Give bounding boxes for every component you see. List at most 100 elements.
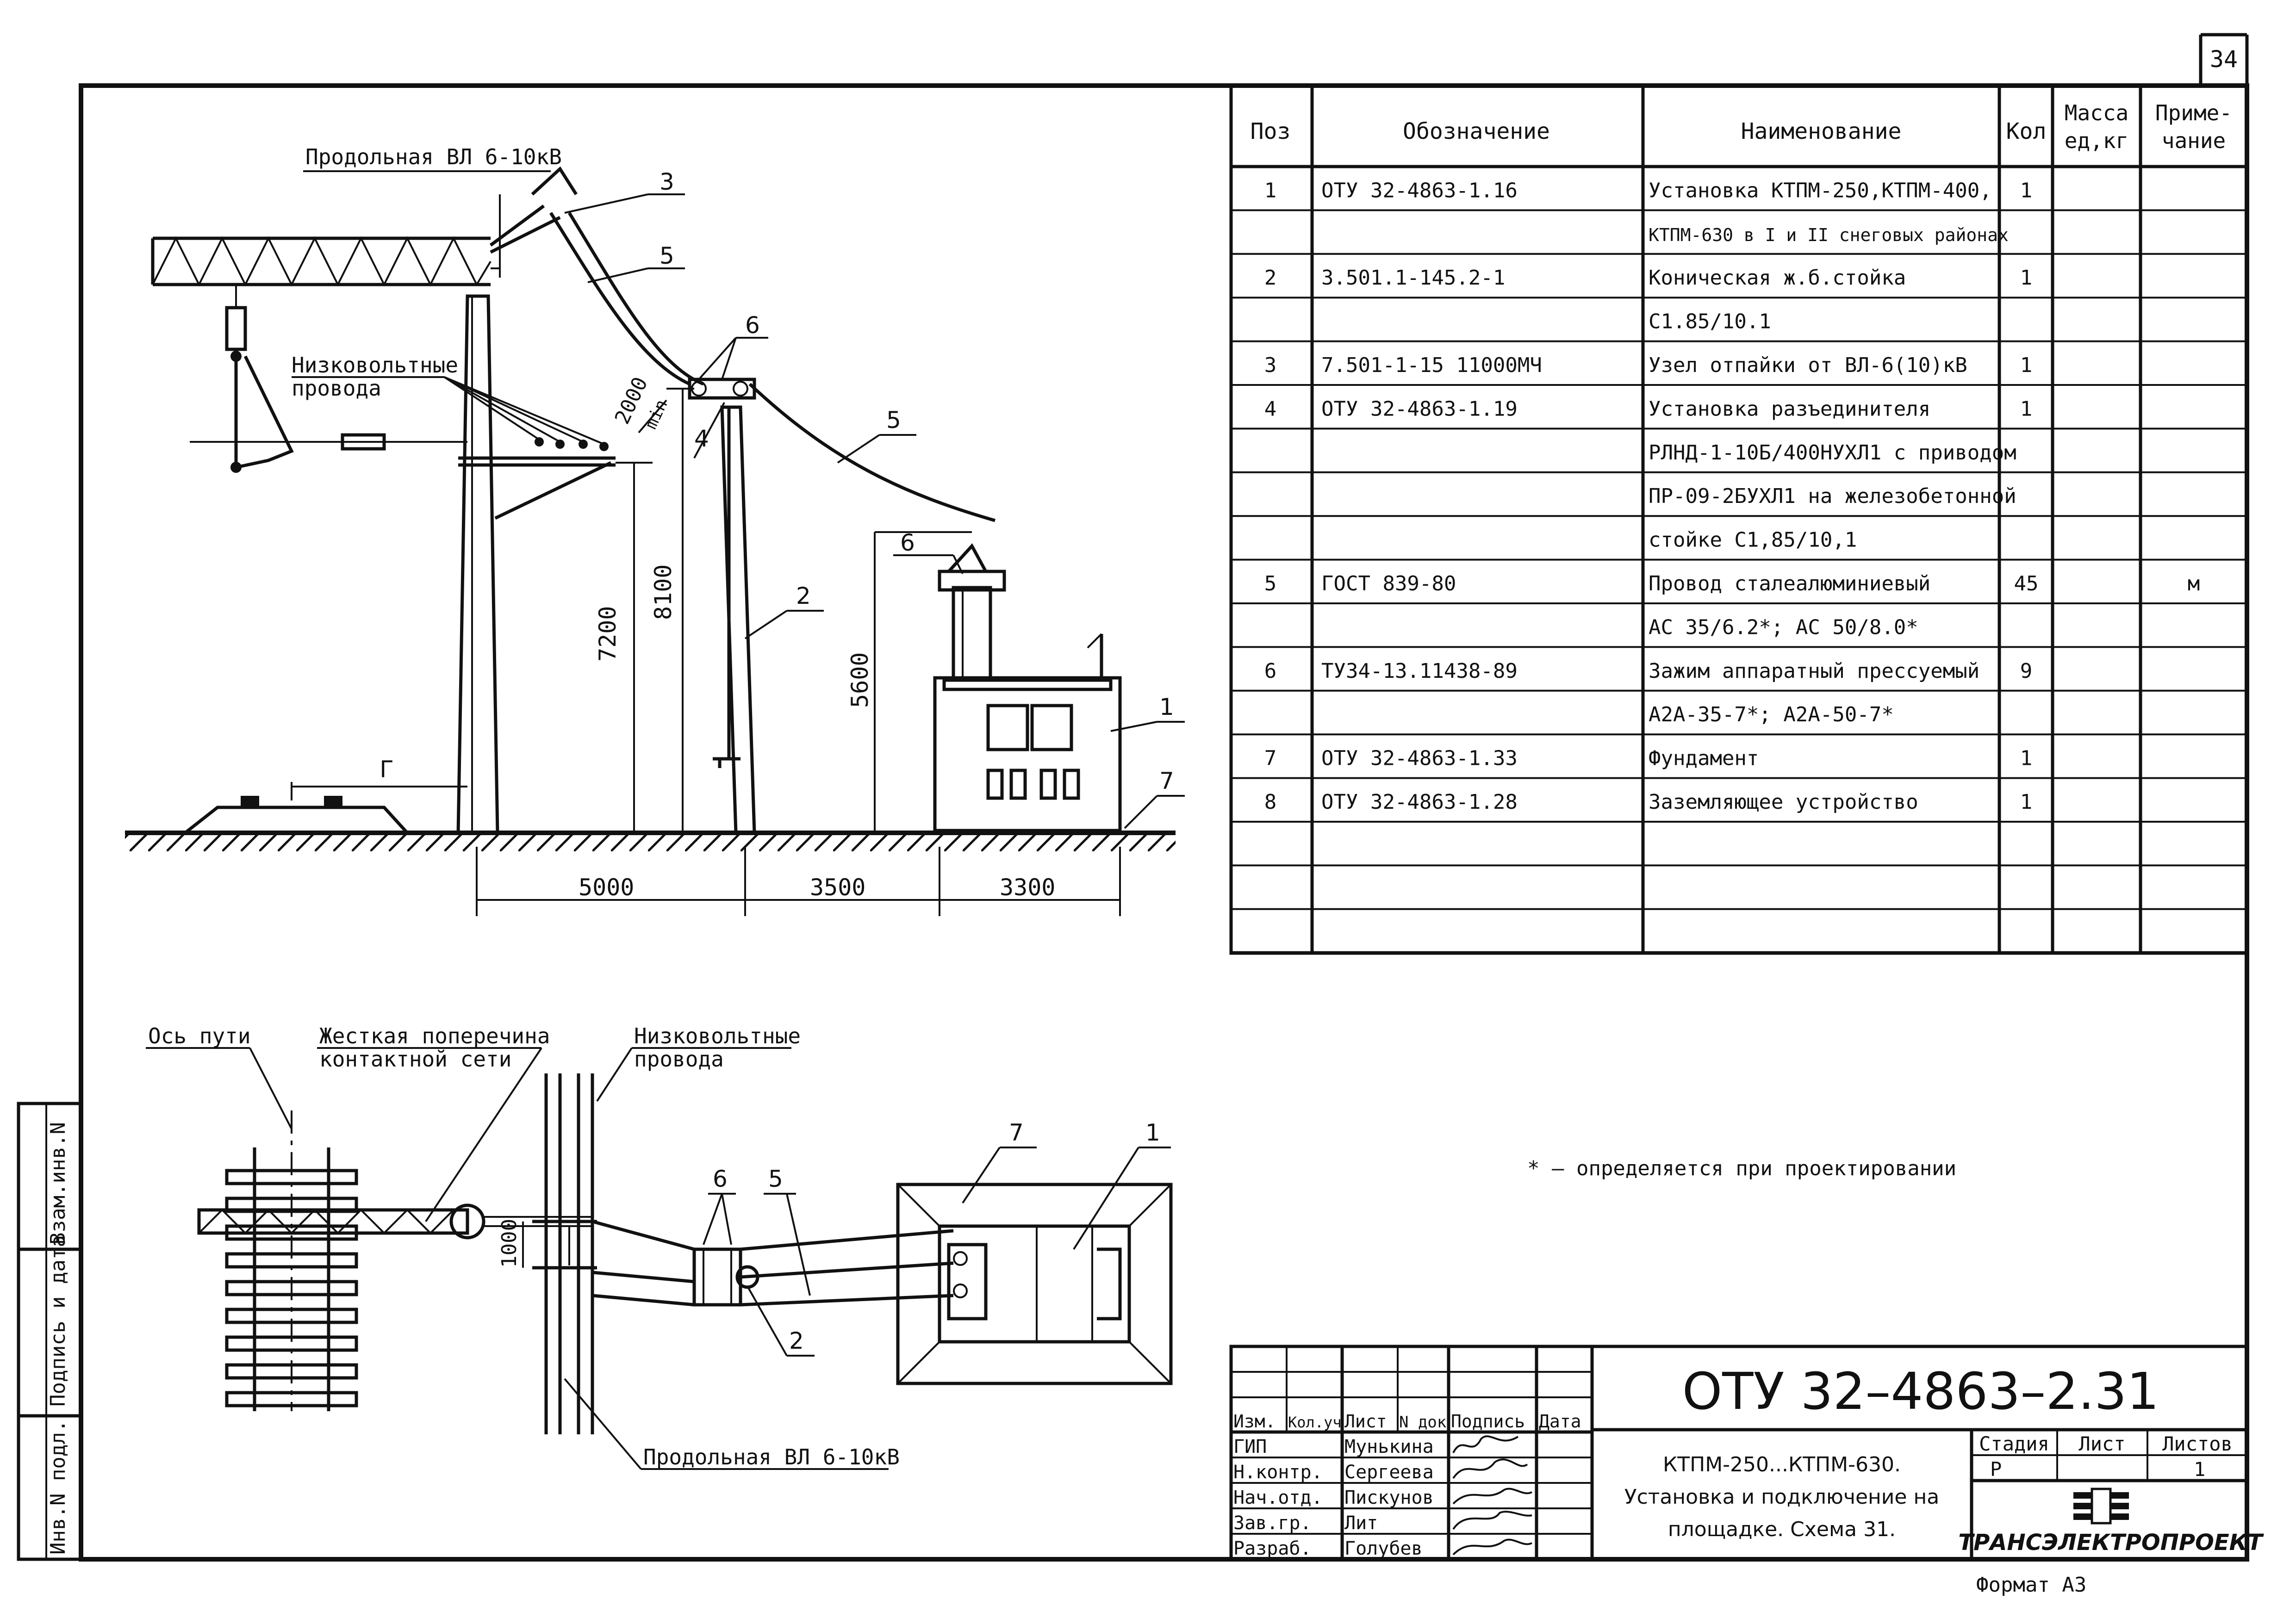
dim-5000: 5000 [579, 874, 634, 901]
elevation-view: Г [125, 144, 1185, 916]
title-left-grid [1231, 1346, 1592, 1559]
name-zav-gr: Лит [1344, 1513, 1378, 1534]
cell-designation: 7.501-1-15 11000МЧ [1321, 353, 1542, 377]
cell-pos: 6 [1264, 659, 1277, 683]
plan-low-voltage-label-1: Низковольтные [634, 1023, 801, 1048]
cell-name: Установка КТПМ-250,КТПМ-400, [1649, 179, 1992, 202]
substation-plan [938, 1224, 1131, 1344]
crossbar-label-2: контактной сети [319, 1047, 511, 1072]
cell-designation: ОТУ 32-4863-1.33 [1321, 747, 1518, 770]
cell-qty: 1 [2020, 266, 2033, 290]
overhead-line-label: Продольная ВЛ 6-10кВ [305, 144, 562, 169]
sheets-value: 1 [2194, 1458, 2205, 1481]
footnote: * – определяется при проектировании [1527, 1157, 1956, 1180]
crossbar-label-1: Жесткая поперечина [319, 1023, 550, 1048]
cell-name: Фундамент [1649, 747, 1759, 770]
title-block: Изм. Кол.уч Лист N док Подпись Дата ГИП … [1229, 1345, 2264, 1561]
ground-hatch [125, 835, 1176, 851]
callout-5-top: 5 [660, 242, 674, 269]
name-gip: Мунькина [1344, 1436, 1434, 1457]
cell-qty: 45 [2014, 572, 2039, 595]
callout-5-mid: 5 [886, 407, 901, 434]
dim-7200: 7200 [594, 606, 621, 662]
dim-3300: 3300 [1000, 874, 1055, 901]
th-designation: Обозначение [1403, 118, 1550, 144]
callout-4: 4 [694, 425, 709, 452]
col-n-dok: N док [1399, 1413, 1446, 1432]
th-pos: Поз [1251, 118, 1291, 144]
cell-pos: 4 [1264, 397, 1277, 421]
col-list: Лист [1344, 1411, 1387, 1432]
role-zav-gr: Зав.гр. [1233, 1513, 1312, 1534]
spec-table: Поз Обозначение Наименование Кол Масса е… [1229, 84, 2249, 955]
signatures [1452, 1435, 1532, 1556]
dim-min: min [641, 397, 672, 432]
role-gip: ГИП [1233, 1436, 1267, 1457]
cell-name: С1.85/10.1 [1649, 310, 1771, 334]
side-stamp-inv: Инв.N подл. [46, 1420, 70, 1555]
description-line-3: площадке. Схема 31. [1668, 1518, 1896, 1541]
cell-qty: 1 [2020, 790, 2033, 814]
cell-pos: 3 [1264, 353, 1277, 377]
cell-name: РЛНД-1-10Б/400НУХЛ1 с приводом [1649, 441, 2016, 465]
document-code: ОТУ 32–4863–2.31 [1682, 1362, 2159, 1421]
th-note-1: Приме- [2155, 100, 2232, 125]
dim-3500: 3500 [810, 874, 865, 901]
wire-to-disconnector-1 [549, 212, 691, 386]
cell-designation: 3.501.1-145.2-1 [1321, 266, 1505, 290]
sheet-number: 34 [2210, 46, 2238, 73]
contact-network-pole [456, 194, 616, 835]
name-nach-otd: Пискунов [1344, 1487, 1434, 1508]
cell-designation: ОТУ 32-4863-1.19 [1321, 397, 1518, 421]
callout-2: 2 [796, 583, 811, 609]
sheets-label: Листов [2162, 1432, 2233, 1455]
callout-1: 1 [1159, 694, 1174, 720]
th-mass-1: Масса [2065, 100, 2128, 125]
description-line-2: Установка и подключение на [1624, 1485, 1939, 1509]
col-kol-uch: Кол.уч [1288, 1414, 1342, 1431]
cell-note: м [2188, 572, 2200, 595]
cell-qty: 1 [2020, 353, 2033, 377]
col-data: Дата [1539, 1411, 1581, 1432]
low-voltage-label-1: Низковольтные [292, 353, 458, 378]
sheet-format: Формат А3 [1976, 1573, 2086, 1597]
org-name: ТРАНСЭЛЕКТРОПРОЕКТ [1958, 1530, 2264, 1556]
gauge-label: Г [380, 756, 393, 783]
callout-3: 3 [660, 168, 674, 195]
track-axis-label: Ось пути [148, 1023, 251, 1048]
th-mass-2: ед,кг [2065, 128, 2128, 153]
cell-pos: 2 [1264, 266, 1277, 290]
cell-pos: 8 [1264, 790, 1277, 814]
cell-name: ПР-09-2БУХЛ1 на железобетонной [1649, 484, 2016, 508]
cell-qty: 1 [2020, 747, 2033, 770]
wire-to-transformer [748, 383, 996, 522]
plan-low-voltage-label-2: провода [634, 1047, 724, 1072]
plan-callout-1: 1 [1145, 1119, 1160, 1146]
cell-name: Коническая ж.б.стойка [1649, 266, 1906, 290]
cell-name: КТПМ-630 в I и II снеговых районах [1649, 225, 2009, 245]
col-izm: Изм. [1233, 1411, 1276, 1432]
ktpm-substation [933, 543, 1122, 832]
side-stamp-replace: Взам.инв.N [46, 1122, 70, 1245]
dim-5600: 5600 [846, 652, 873, 708]
name-razrab: Голубев [1344, 1538, 1423, 1559]
wire-to-disconnector-2 [568, 212, 704, 386]
catenary-crossbar [151, 236, 492, 287]
cell-designation: ОТУ 32-4863-1.28 [1321, 790, 1518, 814]
cell-qty: 9 [2020, 659, 2033, 683]
stage-value: Р [1990, 1458, 2002, 1481]
role-nkontr: Н.контр. [1233, 1462, 1323, 1483]
plan-callout-7: 7 [1009, 1119, 1024, 1146]
role-nach-otd: Нач.отд. [1233, 1487, 1323, 1508]
track-plan [225, 1110, 358, 1411]
plan-overhead-line-label: Продольная ВЛ 6-10кВ [643, 1445, 900, 1469]
plan-callout-6: 6 [713, 1166, 728, 1192]
dim-8100: 8100 [650, 564, 677, 620]
cell-name: Установка разъединителя [1649, 397, 1930, 421]
cell-name: А2А-35-7*; А2А-50-7* [1649, 703, 1894, 726]
cell-name: Зажим аппаратный прессуемый [1649, 659, 1979, 683]
callout-7: 7 [1159, 768, 1174, 794]
plan-callout-2: 2 [789, 1327, 804, 1354]
